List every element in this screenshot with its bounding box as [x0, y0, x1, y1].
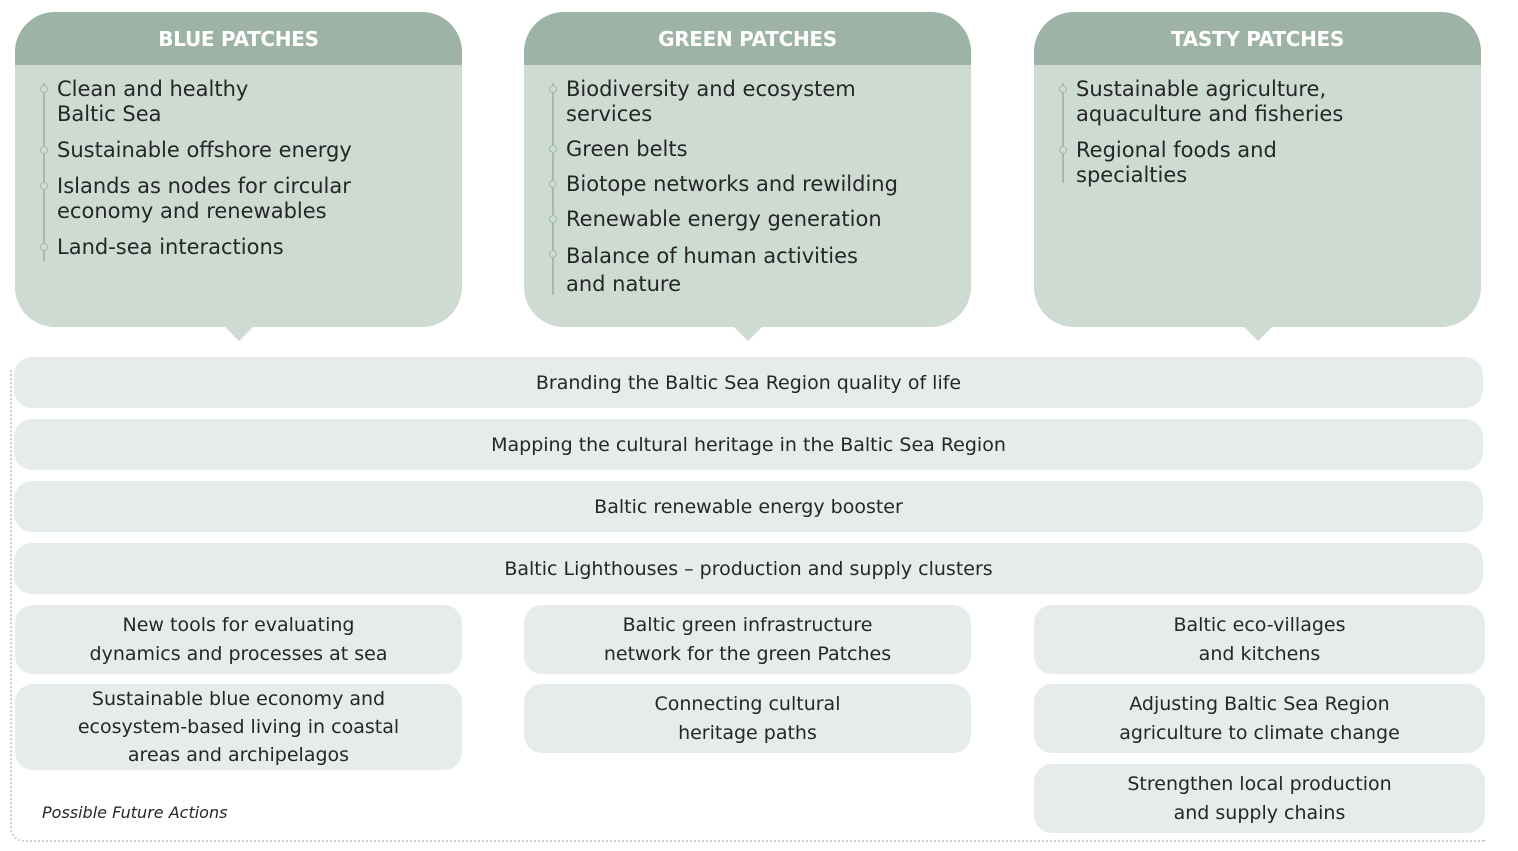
shared-action-lighthouses: Baltic Lighthouses – production and supp… — [14, 543, 1483, 594]
green-patches-card: GREEN PATCHES Biodiversity and ecosystem… — [524, 12, 971, 341]
green-action-infrastructure: Baltic green infrastructure network for … — [524, 605, 971, 674]
list-item: Biodiversity and ecosystem services — [549, 77, 971, 127]
green-patches-title: GREEN PATCHES — [524, 12, 971, 65]
tasty-action-local-production: Strengthen local production and supply c… — [1034, 764, 1485, 833]
list-item: Renewable energy generation — [549, 207, 971, 232]
list-item: Islands as nodes for circular economy an… — [40, 174, 462, 224]
list-item: Sustainable offshore energy — [40, 138, 462, 163]
tasty-patches-title: TASTY PATCHES — [1034, 12, 1481, 65]
tasty-patches-list: Sustainable agriculture, aquaculture and… — [1034, 65, 1481, 188]
future-actions-frame — [10, 370, 1486, 842]
list-item: Sustainable agriculture, aquaculture and… — [1059, 77, 1481, 127]
caption-possible-future-actions: Possible Future Actions — [42, 803, 228, 822]
list-item: Regional foods and specialties — [1059, 138, 1481, 188]
blue-patches-list: Clean and healthy Baltic Sea Sustainable… — [15, 65, 462, 261]
shared-action-branding: Branding the Baltic Sea Region quality o… — [14, 357, 1483, 408]
shared-action-energy-booster: Baltic renewable energy booster — [14, 481, 1483, 532]
tasty-action-climate-change: Adjusting Baltic Sea Region agriculture … — [1034, 684, 1485, 753]
green-action-heritage-paths: Connecting cultural heritage paths — [524, 684, 971, 753]
list-item: Clean and healthy Baltic Sea — [40, 77, 462, 127]
blue-action-blue-economy: Sustainable blue economy and ecosystem-b… — [15, 684, 462, 770]
blue-patches-title: BLUE PATCHES — [15, 12, 462, 65]
blue-patches-card: BLUE PATCHES Clean and healthy Baltic Se… — [15, 12, 462, 341]
tasty-patches-card: TASTY PATCHES Sustainable agriculture, a… — [1034, 12, 1481, 341]
tasty-action-eco-villages: Baltic eco-villages and kitchens — [1034, 605, 1485, 674]
shared-action-cultural-heritage: Mapping the cultural heritage in the Bal… — [14, 419, 1483, 470]
pointer-arrow — [1243, 327, 1272, 341]
list-item: Green belts — [549, 137, 971, 162]
blue-action-new-tools: New tools for evaluating dynamics and pr… — [15, 605, 462, 674]
green-patches-list: Biodiversity and ecosystem services Gree… — [524, 65, 971, 298]
list-item: Land-sea interactions — [40, 235, 462, 260]
pointer-arrow — [733, 327, 762, 341]
list-item: Balance of human activities and nature — [549, 242, 971, 298]
list-item: Biotope networks and rewilding — [549, 172, 971, 197]
pointer-arrow — [224, 327, 253, 341]
